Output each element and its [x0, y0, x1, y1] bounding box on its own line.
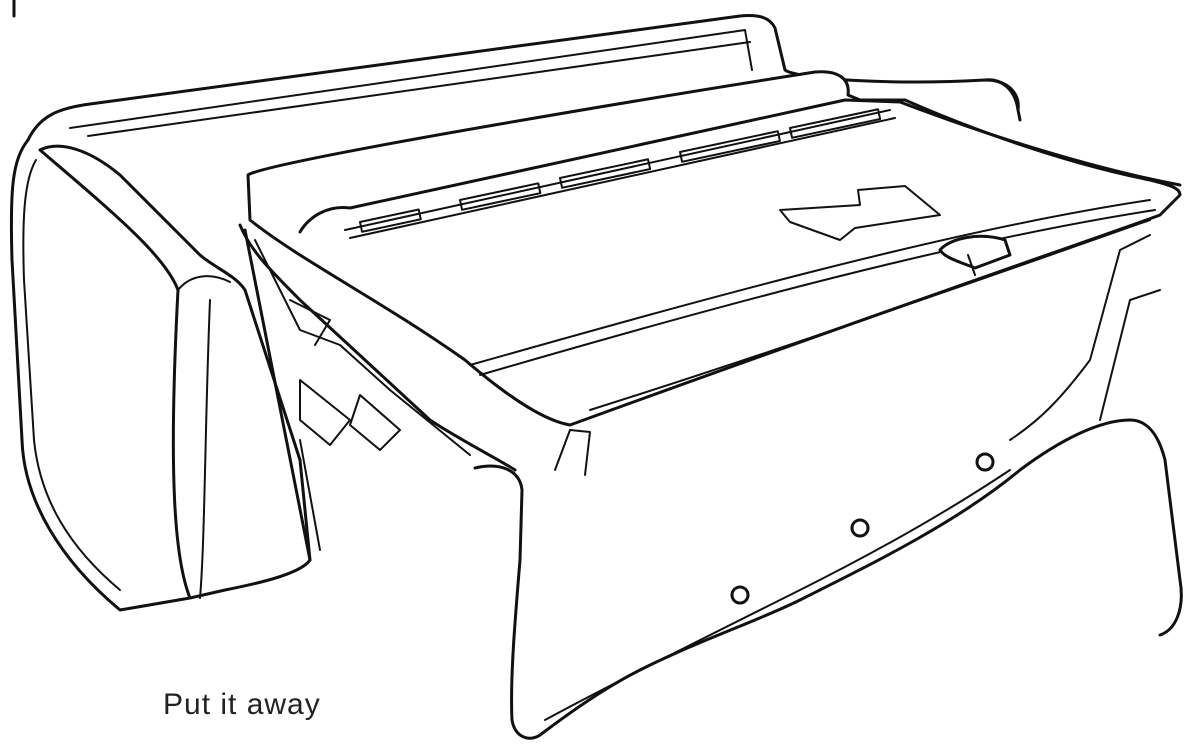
- folding-mechanism: [238, 223, 517, 562]
- caption-text: Put it away: [163, 688, 321, 721]
- bed-frame-top: [298, 98, 1182, 239]
- mattress: [246, 70, 1182, 427]
- sofa-body: [9, 14, 1022, 612]
- bed-frame-legs: [473, 234, 1183, 740]
